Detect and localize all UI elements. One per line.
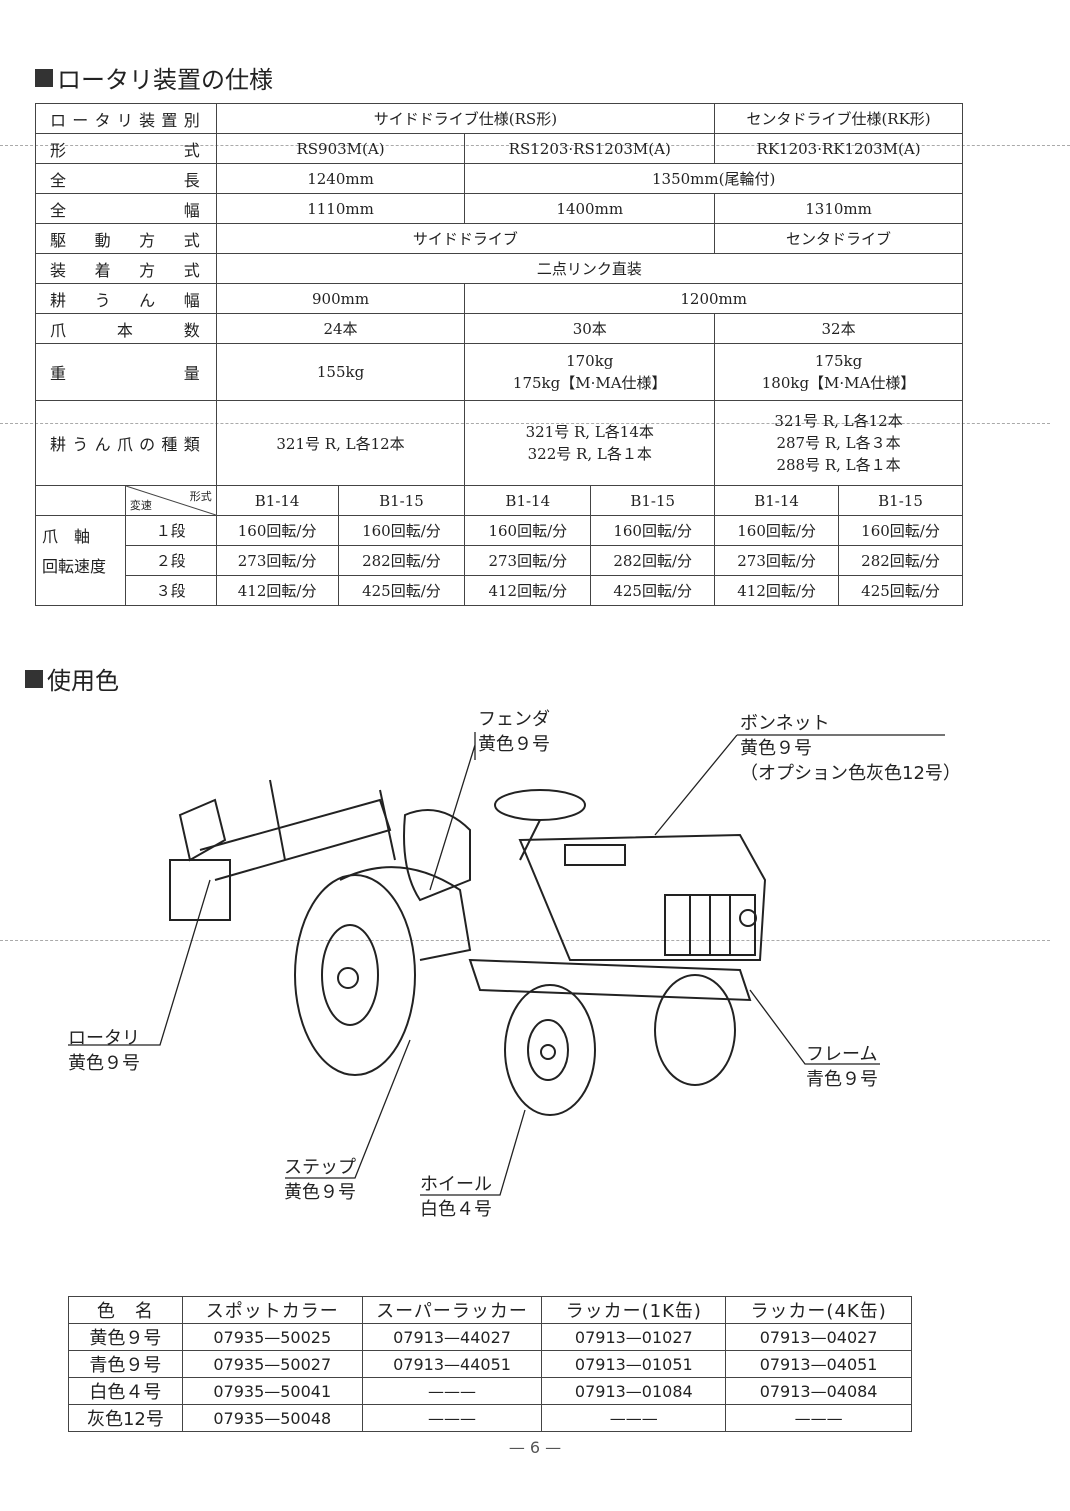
- callout-rotary: ロータリ 黄色９号: [68, 1028, 140, 1074]
- diagonal-header-cell: 形式 変速: [124, 485, 217, 516]
- square-bullet-icon: [35, 68, 53, 87]
- leader-wheel: [420, 1109, 526, 1196]
- callout-bonnet: ボンネット 黄色９号 （オプション色灰色12号）: [740, 713, 961, 784]
- color-code-table: 色 名 スポットカラー スーパーラッカー ラッカー(1K缶) ラッカー(4K缶)…: [68, 1296, 912, 1432]
- square-bullet-icon: [25, 669, 43, 688]
- page-number: — 6 —: [508, 1438, 562, 1457]
- steering-wheel: [494, 789, 586, 821]
- table-row: 青色９号 07935—50027 07913—44051 07913—01051…: [68, 1350, 912, 1378]
- section-title-rotary: ロータリ装置の仕様: [35, 60, 273, 95]
- bonnet: [518, 833, 767, 961]
- speed-row-3: ３段 412回転/分 425回転/分 412回転/分 425回転/分 412回転…: [36, 575, 963, 606]
- speed-row-label: 爪 軸 回転速度: [35, 515, 126, 606]
- tractor-illustration: [68, 732, 945, 1196]
- callout-step: ステップ 黄色９号: [284, 1157, 356, 1203]
- speed-row-2: ２段 273回転/分 282回転/分 273回転/分 282回転/分 273回転…: [36, 545, 963, 576]
- spec-header-row: ロータリ装置別 サイドドライブ仕様(RS形) センタドライブ仕様(RK形): [35, 103, 963, 134]
- rear-wheel: [294, 874, 416, 1076]
- spec-row-weight: 重量 155kg 170kg 175kg【M·MA仕様】 175kg 180kg…: [35, 343, 963, 401]
- table-row: 白色４号 07935—50041 ——— 07913—01084 07913—0…: [68, 1377, 912, 1405]
- table-row: 灰色12号 07935—50048 ——— ——— ———: [68, 1404, 912, 1432]
- seat: [403, 809, 471, 902]
- leader-frame: [749, 989, 880, 1065]
- front-wheel: [504, 984, 596, 1116]
- rotary-spec-table: ロータリ装置別 サイドドライブ仕様(RS形) センタドライブ仕様(RK形) 形式…: [35, 103, 964, 606]
- spec-row-width: 全幅 1110mm 1400mm 1310mm: [35, 193, 963, 224]
- leader-step: [285, 1039, 411, 1179]
- table-row: 黄色９号 07935—50025 07913—44027 07913—01027…: [68, 1323, 912, 1351]
- frame: [468, 958, 752, 1002]
- leader-fender: [429, 732, 476, 891]
- spec-row-drive: 駆動方式 サイドドライブ センタドライブ: [35, 223, 963, 254]
- spec-row-mount: 装着方式 二点リンク直装: [35, 253, 964, 284]
- spec-row-claw-type: 耕うん爪の種類 321号 R, L各12本 321号 R, L各14本 322号…: [35, 400, 963, 486]
- spec-row-tilling-width: 耕うん幅 900mm 1200mm: [35, 283, 963, 314]
- speed-header-row: 形式 変速 B1-14 B1-15 B1-14 B1-15 B1-14 B1-1…: [35, 485, 963, 516]
- leader-bonnet: [654, 734, 945, 836]
- rotary-cover: [169, 859, 231, 921]
- leader-rotary: [68, 879, 211, 1046]
- color-table-header: 色 名 スポットカラー スーパーラッカー ラッカー(1K缶) ラッカー(4K缶): [68, 1296, 912, 1324]
- spec-row-claw-count: 爪本数 24本 30本 32本: [35, 313, 963, 344]
- fender: [339, 866, 472, 961]
- rotary-shield: [178, 798, 227, 862]
- scan-line: [0, 940, 1050, 941]
- callout-frame: フレーム 青色９号: [806, 1044, 878, 1090]
- spec-row-length: 全長 1240mm 1350mm(尾輪付): [35, 163, 963, 194]
- callout-wheel: ホイール 白色４号: [420, 1174, 492, 1220]
- section-title-colors: 使用色: [25, 661, 119, 696]
- spec-row-model: 形式 RS903M(A) RS1203·RS1203M(A) RK1203·RK…: [35, 133, 963, 164]
- callout-fender: フェンダ 黄色９号: [478, 709, 550, 755]
- speed-row-1: 爪 軸 回転速度 １段 160回転/分 160回転/分 160回転/分 160回…: [35, 515, 963, 606]
- logo-plate: [564, 844, 626, 866]
- diagonal-line: [126, 486, 216, 515]
